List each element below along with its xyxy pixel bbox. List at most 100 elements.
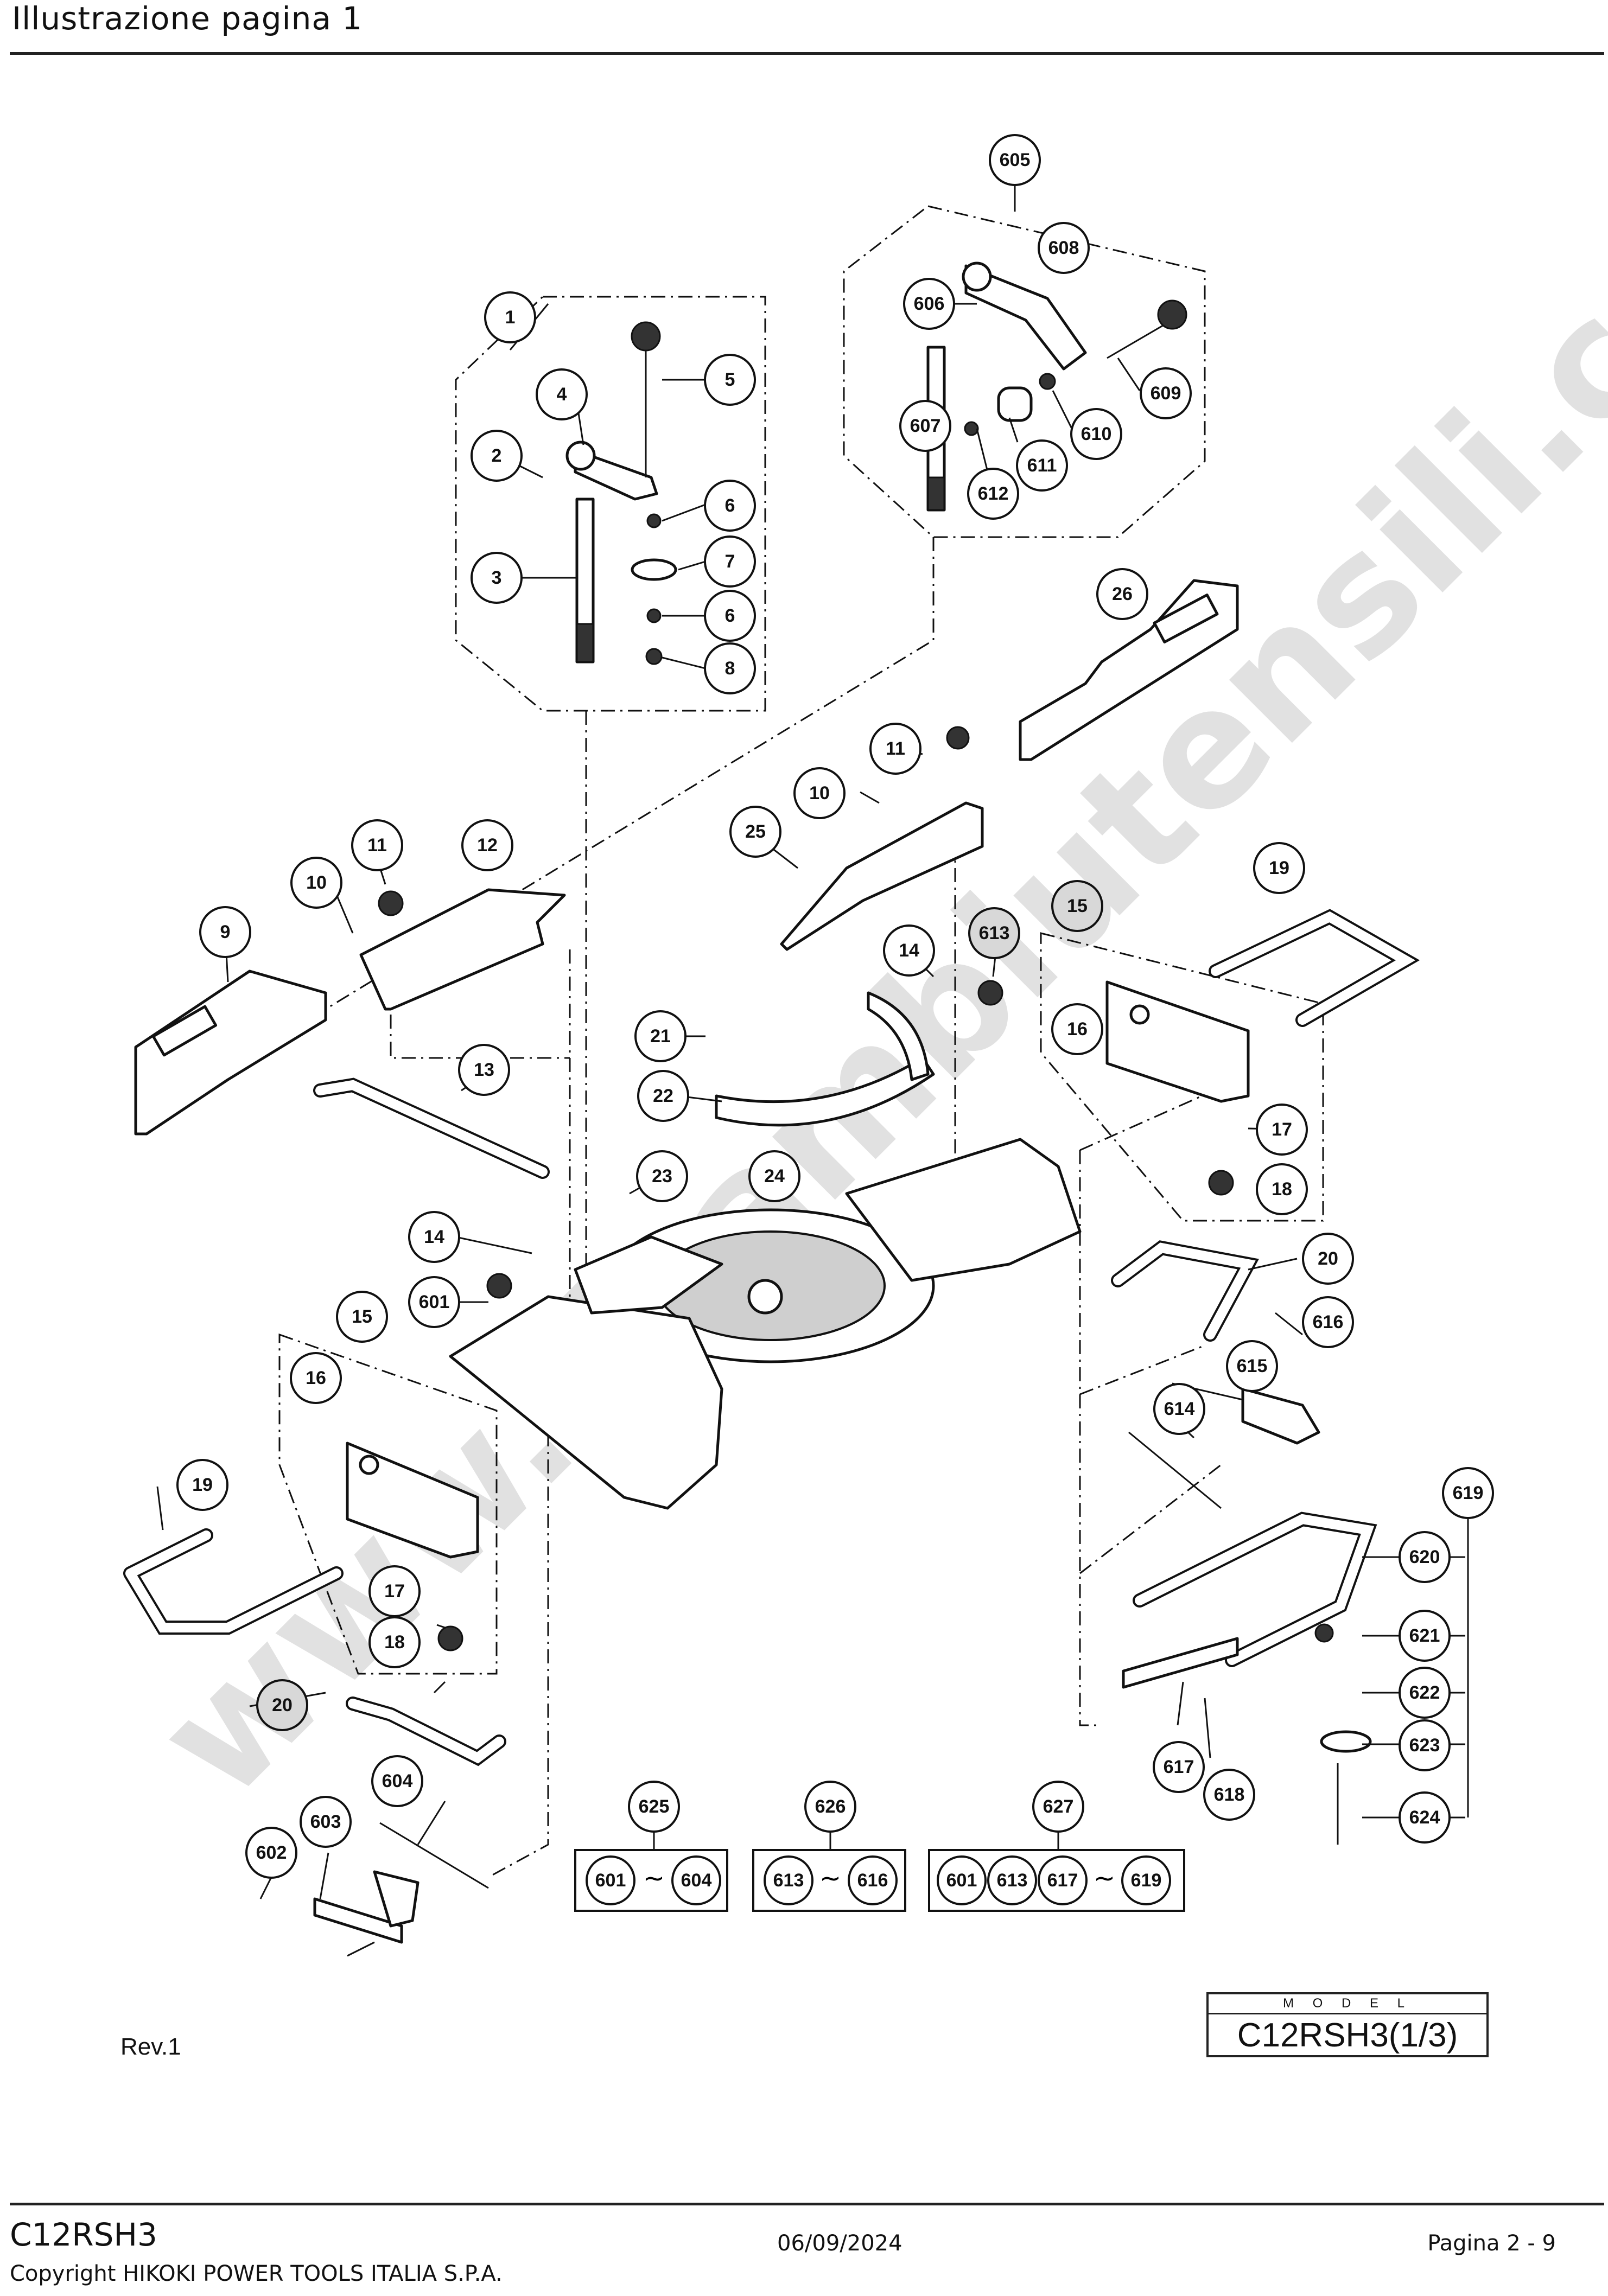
fence-25 bbox=[780, 801, 984, 951]
svg-text:21: 21 bbox=[650, 1026, 671, 1047]
callout-26: 26 bbox=[1096, 568, 1148, 620]
stop-614-615 bbox=[1122, 1387, 1320, 1689]
kit-626-id: 626 bbox=[815, 1796, 846, 1817]
callout-603: 603 bbox=[300, 1796, 352, 1848]
svg-text:614: 614 bbox=[1164, 1399, 1195, 1419]
callout-20a: 20 bbox=[1302, 1233, 1354, 1285]
svg-text:14: 14 bbox=[899, 940, 919, 961]
kit-626-from: 613 bbox=[773, 1870, 804, 1891]
svg-text:19: 19 bbox=[192, 1475, 213, 1495]
kit-626-to: 616 bbox=[857, 1870, 888, 1891]
group-605-outline bbox=[843, 205, 1206, 538]
svg-text:15: 15 bbox=[352, 1306, 372, 1327]
svg-text:607: 607 bbox=[910, 416, 941, 436]
fence-12 bbox=[359, 888, 566, 1011]
callout-615: 615 bbox=[1226, 1340, 1278, 1392]
svg-text:601: 601 bbox=[419, 1292, 450, 1312]
small-hardware bbox=[378, 373, 1372, 1845]
svg-text:624: 624 bbox=[1409, 1807, 1440, 1828]
svg-text:617: 617 bbox=[1164, 1757, 1194, 1777]
callout-614: 614 bbox=[1153, 1383, 1205, 1435]
callout-624: 624 bbox=[1399, 1791, 1451, 1844]
callout-16b: 16 bbox=[290, 1352, 342, 1404]
callout-602: 602 bbox=[245, 1827, 297, 1879]
callout-22: 22 bbox=[637, 1070, 689, 1122]
svg-text:6: 6 bbox=[725, 495, 735, 516]
kit-626: 626 613 ~ 616 bbox=[752, 1781, 906, 1912]
kit-627-id: 627 bbox=[1043, 1796, 1074, 1817]
callout-616: 616 bbox=[1302, 1296, 1354, 1348]
svg-text:11: 11 bbox=[886, 738, 905, 759]
svg-text:605: 605 bbox=[1000, 150, 1031, 170]
svg-text:603: 603 bbox=[310, 1812, 341, 1832]
handles-4-608 bbox=[565, 262, 1187, 501]
callout-606: 606 bbox=[903, 278, 955, 330]
svg-text:10: 10 bbox=[306, 872, 327, 893]
callout-608: 608 bbox=[1038, 222, 1090, 274]
svg-text:609: 609 bbox=[1151, 383, 1181, 404]
callout-15a: 15 bbox=[1051, 880, 1103, 932]
kit-625-id: 625 bbox=[639, 1796, 670, 1817]
kit-625-from: 601 bbox=[595, 1870, 626, 1891]
model-box: M O D E L C12RSH3(1/3) bbox=[1206, 1992, 1489, 2057]
svg-text:611: 611 bbox=[1027, 455, 1057, 476]
svg-text:622: 622 bbox=[1409, 1682, 1440, 1703]
callout-7: 7 bbox=[704, 535, 756, 588]
kit-627-to: 619 bbox=[1131, 1870, 1162, 1891]
fence-26 bbox=[1019, 579, 1239, 761]
svg-text:17: 17 bbox=[384, 1581, 405, 1602]
svg-text:610: 610 bbox=[1081, 424, 1112, 444]
svg-text:17: 17 bbox=[1272, 1119, 1292, 1140]
svg-text:14: 14 bbox=[424, 1227, 444, 1247]
callout-18a: 18 bbox=[1256, 1163, 1308, 1215]
page-title: Illustrazione pagina 1 bbox=[12, 0, 363, 37]
footer-copyright: Copyright HIKOKI POWER TOOLS ITALIA S.P.… bbox=[10, 2261, 503, 2286]
callout-605: 605 bbox=[989, 134, 1041, 186]
callout-621: 621 bbox=[1399, 1610, 1451, 1662]
callout-10b: 10 bbox=[793, 767, 846, 819]
callout-5: 5 bbox=[704, 354, 756, 406]
stop-603-604 bbox=[313, 1822, 489, 1944]
callout-18b: 18 bbox=[368, 1616, 421, 1668]
svg-text:5: 5 bbox=[725, 369, 735, 390]
callout-619: 619 bbox=[1442, 1467, 1494, 1519]
kit-627-tilde: ~ bbox=[1094, 1863, 1115, 1893]
callout-9: 9 bbox=[199, 906, 251, 958]
svg-text:620: 620 bbox=[1409, 1547, 1440, 1567]
callout-19a: 19 bbox=[1253, 842, 1305, 894]
kit-627-prefix-1: 601 bbox=[946, 1870, 977, 1891]
footer-model: C12RSH3 bbox=[10, 2216, 157, 2253]
callout-6a: 6 bbox=[704, 480, 756, 532]
base-24 bbox=[449, 1138, 1082, 1510]
callout-601a: 601 bbox=[408, 1276, 460, 1328]
rods bbox=[123, 909, 1420, 1766]
svg-text:616: 616 bbox=[1313, 1312, 1344, 1332]
model-label: M O D E L bbox=[1209, 1994, 1486, 2014]
callout-618: 618 bbox=[1203, 1769, 1255, 1821]
svg-text:9: 9 bbox=[220, 922, 231, 942]
callout-3: 3 bbox=[471, 552, 523, 604]
svg-text:10: 10 bbox=[809, 783, 830, 803]
callout-17a: 17 bbox=[1256, 1104, 1308, 1156]
model-code: C12RSH3(1/3) bbox=[1237, 2017, 1458, 2054]
svg-text:619: 619 bbox=[1453, 1483, 1484, 1503]
svg-text:604: 604 bbox=[382, 1771, 413, 1791]
callout-4: 4 bbox=[536, 368, 588, 420]
svg-text:606: 606 bbox=[914, 294, 945, 314]
svg-text:16: 16 bbox=[306, 1368, 326, 1388]
kit-625-to: 604 bbox=[681, 1870, 712, 1891]
svg-text:613: 613 bbox=[979, 923, 1010, 943]
revision-label: Rev.1 bbox=[120, 2033, 181, 2060]
svg-text:22: 22 bbox=[653, 1086, 673, 1106]
clamp-15-right bbox=[1105, 980, 1250, 1103]
svg-text:608: 608 bbox=[1048, 238, 1079, 258]
callout-13: 13 bbox=[458, 1044, 510, 1096]
callout-622: 622 bbox=[1399, 1667, 1451, 1719]
footer-rule bbox=[10, 2203, 1604, 2205]
callout-23: 23 bbox=[636, 1150, 688, 1202]
svg-text:23: 23 bbox=[652, 1166, 672, 1187]
svg-text:24: 24 bbox=[764, 1166, 785, 1187]
rods-3-607 bbox=[575, 346, 946, 664]
svg-text:1: 1 bbox=[505, 307, 516, 328]
svg-text:12: 12 bbox=[477, 835, 498, 856]
